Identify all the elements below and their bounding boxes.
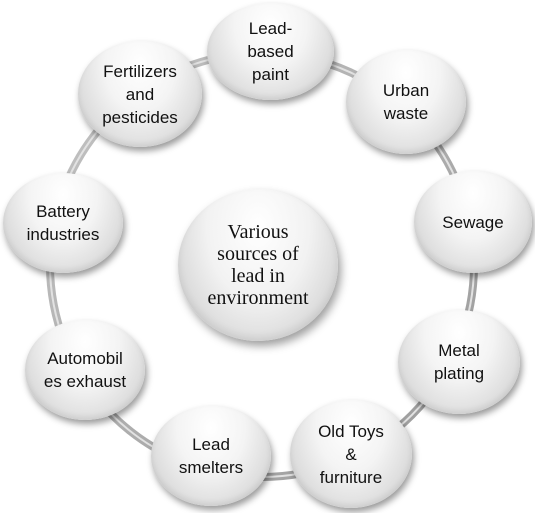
node-battery-industries: Battery industries: [3, 173, 123, 273]
node-label: Battery industries: [26, 202, 100, 244]
node-lead-based-paint: Lead- based paint: [207, 3, 334, 100]
node-lead-smelters: Lead smelters: [151, 406, 271, 506]
node-label: Metal plating: [433, 341, 485, 383]
node-label: Sewage: [442, 212, 504, 232]
node-fertilizers-pesticides: Fertilizers and pesticides: [78, 41, 202, 147]
node-label: Old Toys & furniture: [318, 421, 384, 487]
node-automobiles-exhaust: Automobil es exhaust: [25, 320, 145, 420]
node-label: Lead- based paint: [247, 19, 294, 84]
node-label: Fertilizers and pesticides: [102, 61, 178, 127]
node-old-toys-furniture: Old Toys & furniture: [290, 400, 412, 508]
node-urban-waste: Urban waste: [346, 50, 466, 154]
node-label: Urban waste: [382, 81, 430, 123]
node-metal-plating: Metal plating: [398, 310, 520, 414]
node-label: Lead smelters: [178, 435, 244, 477]
node-label: Automobil es exhaust: [43, 349, 127, 391]
center-node: Various sources of lead in environment: [178, 189, 338, 341]
node-sewage: Sewage: [414, 171, 532, 273]
center-label: Various sources of lead in environment: [207, 221, 309, 309]
